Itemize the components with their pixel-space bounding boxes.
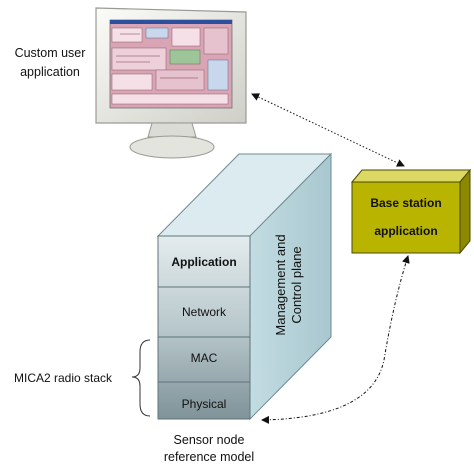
- base-station-box: [350, 168, 472, 255]
- sensor-node-label: Sensor node reference model: [144, 433, 274, 465]
- mgmt-line1: Management and: [273, 234, 288, 336]
- layer-application: Application: [171, 255, 237, 269]
- base-sensor-arrow: [261, 255, 410, 424]
- sensor-line1: Sensor node: [173, 433, 245, 447]
- base-station-line2: application: [374, 224, 438, 238]
- custom-app-line2: application: [20, 65, 80, 79]
- custom-app-line1: Custom user: [14, 46, 86, 60]
- base-station-label: Base station application: [352, 196, 460, 239]
- custom-app-label: Custom user application: [8, 46, 92, 80]
- layer-physical: Physical: [181, 397, 227, 411]
- radio-stack-label: MICA2 radio stack: [14, 371, 113, 385]
- radio-stack-brace: [131, 339, 151, 417]
- base-station-line1: Base station: [370, 196, 442, 210]
- sensor-line2: reference model: [163, 450, 255, 464]
- mgmt-line2: Control plane: [289, 246, 304, 324]
- mgmt-plane-label: Management and Control plane: [273, 215, 307, 355]
- layer-network: Network: [181, 305, 226, 319]
- monitor-icon: [95, 7, 247, 159]
- layer-mac: MAC: [190, 351, 218, 365]
- monitor-base-arrow: [251, 93, 405, 167]
